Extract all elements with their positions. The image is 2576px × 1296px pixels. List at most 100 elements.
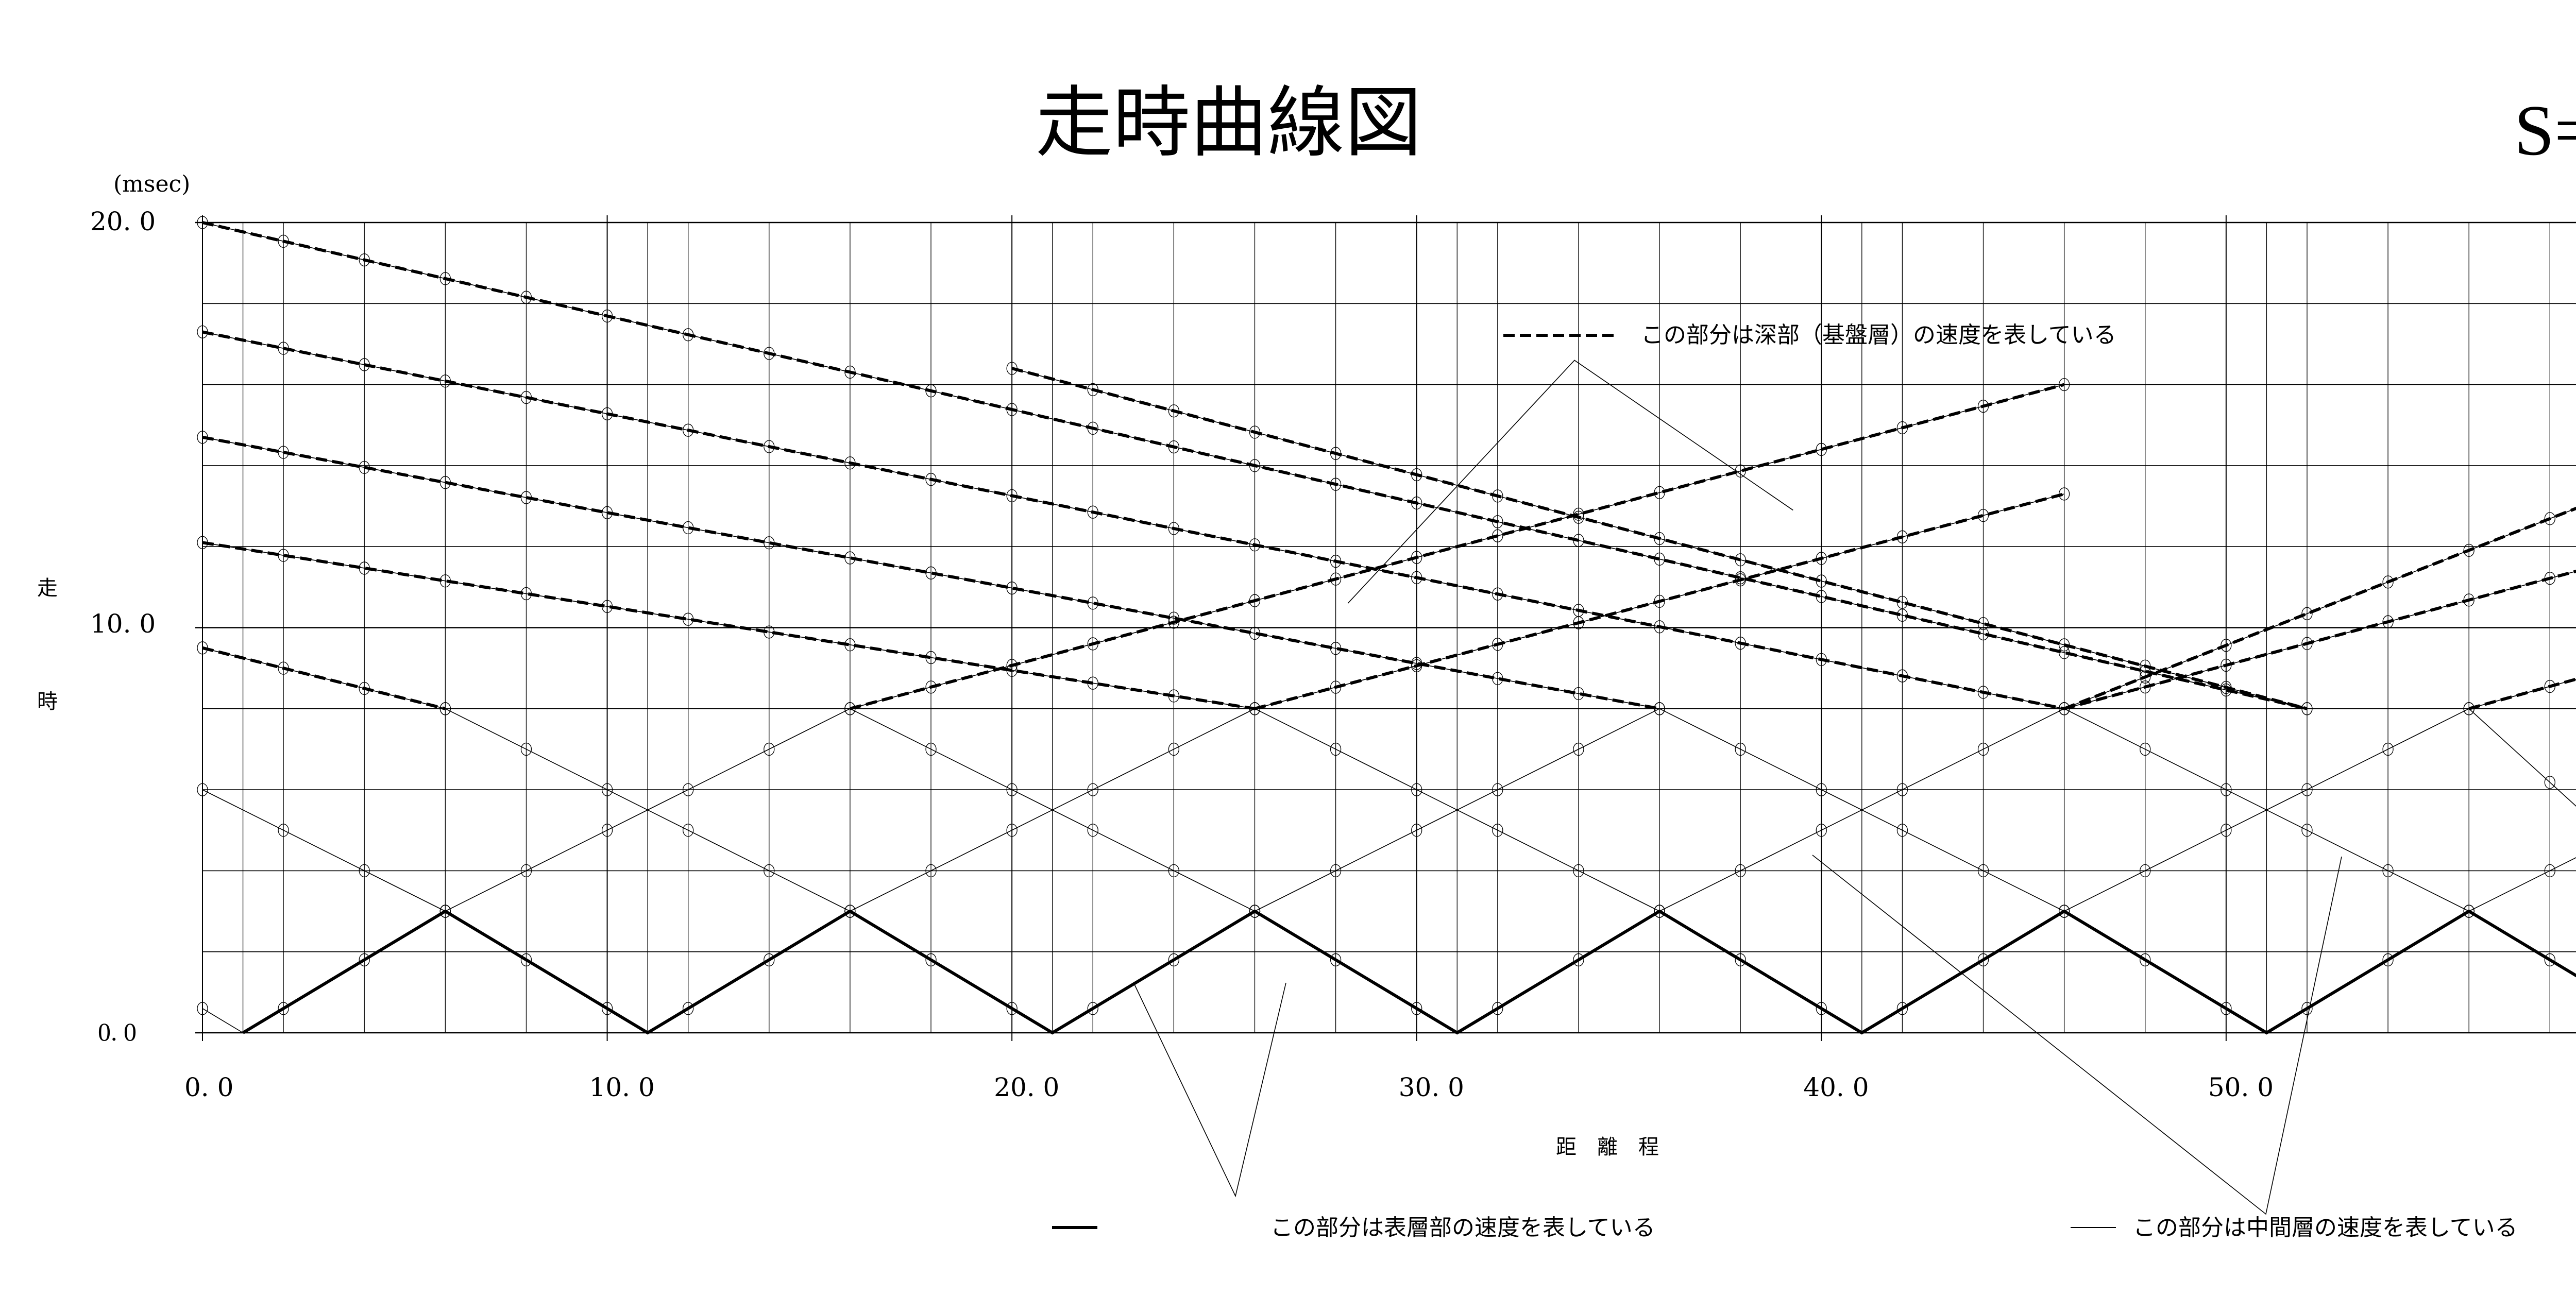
- geophone-marker-icon: [764, 440, 775, 453]
- geophone-marker-icon: [2463, 543, 2475, 557]
- geophone-marker-icon: [1735, 636, 1746, 650]
- geophone-marker-icon: [1492, 515, 1503, 528]
- geophone-marker-icon: [1249, 538, 1261, 552]
- geophone-marker-icon: [1411, 571, 1422, 585]
- geophone-marker-icon: [601, 1002, 613, 1015]
- travel-time-segment: [1659, 708, 2064, 912]
- geophone-marker-icon: [1492, 1002, 1503, 1015]
- geophone-marker-icon: [1735, 573, 1746, 587]
- geophone-marker-icon: [359, 681, 370, 695]
- geophone-marker-icon: [764, 742, 775, 756]
- geophone-marker-icon: [2058, 702, 2070, 715]
- geophone-marker-icon: [844, 551, 856, 565]
- geophone-marker-icon: [1168, 611, 1180, 625]
- y-tick-0: 0. 0: [98, 1017, 137, 1046]
- geophone-marker-icon: [844, 365, 856, 379]
- geophone-marker-icon: [1411, 1002, 1422, 1015]
- geophone-marker-icon: [439, 374, 451, 388]
- geophone-marker-icon: [520, 291, 532, 304]
- geophone-marker-icon: [197, 431, 208, 444]
- scale-label: S=1:200: [2514, 91, 2576, 170]
- geophone-marker-icon: [278, 234, 289, 248]
- geophone-marker-icon: [1896, 421, 1908, 435]
- geophone-marker-icon: [925, 472, 937, 486]
- geophone-marker-icon: [601, 309, 613, 323]
- geophone-marker-icon: [1249, 905, 1261, 918]
- x-tick-label: 50. 0: [2208, 1072, 2274, 1102]
- geophone-marker-icon: [1411, 468, 1422, 482]
- geophone-marker-icon: [520, 864, 532, 878]
- geophone-marker-icon: [1330, 742, 1342, 756]
- geophone-marker-icon: [925, 680, 937, 694]
- geophone-marker-icon: [2140, 953, 2151, 967]
- geophone-marker-icon: [197, 536, 208, 549]
- geophone-marker-icon: [1816, 574, 1827, 588]
- geophone-marker-icon: [925, 384, 937, 398]
- geophone-marker-icon: [844, 905, 856, 918]
- geophone-marker-icon: [2058, 905, 2070, 918]
- geophone-marker-icon: [1168, 742, 1180, 756]
- geophone-marker-icon: [2301, 1002, 2313, 1015]
- geophone-marker-icon: [683, 1002, 694, 1015]
- geophone-marker-icon: [2140, 864, 2151, 878]
- geophone-marker-icon: [1168, 953, 1180, 967]
- geophone-marker-icon: [1896, 669, 1908, 683]
- geophone-marker-icon: [1249, 425, 1261, 439]
- geophone-marker-icon: [1816, 824, 1827, 837]
- geophone-marker-icon: [1654, 594, 1665, 608]
- geophone-marker-icon: [1006, 362, 1018, 375]
- x-tick-label: 40. 0: [1803, 1072, 1869, 1102]
- geophone-marker-icon: [1654, 620, 1665, 634]
- travel-time-segment: [850, 383, 2065, 710]
- geophone-marker-icon: [2301, 702, 2313, 715]
- geophone-marker-icon: [1735, 742, 1746, 756]
- travel-time-segment: [202, 330, 2065, 710]
- geophone-marker-icon: [359, 253, 370, 267]
- geophone-marker-icon: [1977, 617, 1989, 630]
- geophone-marker-icon: [1573, 742, 1584, 756]
- travel-time-segment: [850, 708, 1255, 912]
- geophone-marker-icon: [2221, 783, 2232, 796]
- geophone-marker-icon: [1654, 905, 1665, 918]
- geophone-marker-icon: [2058, 378, 2070, 391]
- geophone-marker-icon: [601, 600, 613, 613]
- geophone-marker-icon: [1977, 686, 1989, 699]
- geophone-marker-icon: [197, 641, 208, 655]
- x-axis-ticks: 0. 010. 020. 030. 040. 050. 060. 070. 0: [184, 1072, 2274, 1102]
- legend-callout-lines: [1133, 360, 2342, 1215]
- geophone-marker-icon: [1735, 553, 1746, 567]
- geophone-marker-icon: [1006, 489, 1018, 503]
- geophone-marker-icon: [278, 446, 289, 459]
- geophone-marker-icon: [1896, 824, 1908, 837]
- geophone-marker-icon: [1816, 552, 1827, 565]
- travel-time-segment: [2468, 708, 2576, 807]
- geophone-marker-icon: [1168, 864, 1180, 878]
- geophone-marker-icon: [764, 536, 775, 550]
- geophone-marker-icon: [520, 390, 532, 404]
- geophone-marker-icon: [2221, 639, 2232, 652]
- geophone-marker-icon: [1977, 864, 1989, 878]
- y-axis-label-char-1: 走: [37, 576, 58, 600]
- geophone-marker-icon: [1573, 687, 1584, 701]
- y-axis-label-char-2: 時: [37, 690, 58, 713]
- travel-time-segment: [1254, 492, 2065, 710]
- geophone-marker-icon: [1411, 551, 1422, 564]
- geophone-marker-icon: [2463, 702, 2475, 715]
- geophone-marker-icon: [2221, 683, 2232, 697]
- geophone-marker-icon: [1816, 1002, 1827, 1015]
- geophone-marker-icon: [2544, 864, 2555, 878]
- geophone-marker-icon: [925, 953, 937, 967]
- geophone-marker-icon: [1249, 594, 1261, 607]
- geophone-marker-icon: [1411, 659, 1422, 673]
- travel-time-segment: [2468, 677, 2576, 710]
- geophone-marker-icon: [439, 476, 451, 489]
- y-tick-10: 10. 0: [90, 609, 156, 639]
- geophone-marker-icon: [2382, 864, 2394, 878]
- chart-series: [202, 221, 2576, 1035]
- geophone-marker-icon: [2058, 638, 2070, 652]
- geophone-marker-icon: [2544, 572, 2555, 585]
- geophone-marker-icon: [1492, 783, 1503, 796]
- chart-grid: [195, 215, 2576, 1041]
- geophone-marker-icon: [1573, 616, 1584, 629]
- geophone-marker-icon: [2140, 670, 2151, 684]
